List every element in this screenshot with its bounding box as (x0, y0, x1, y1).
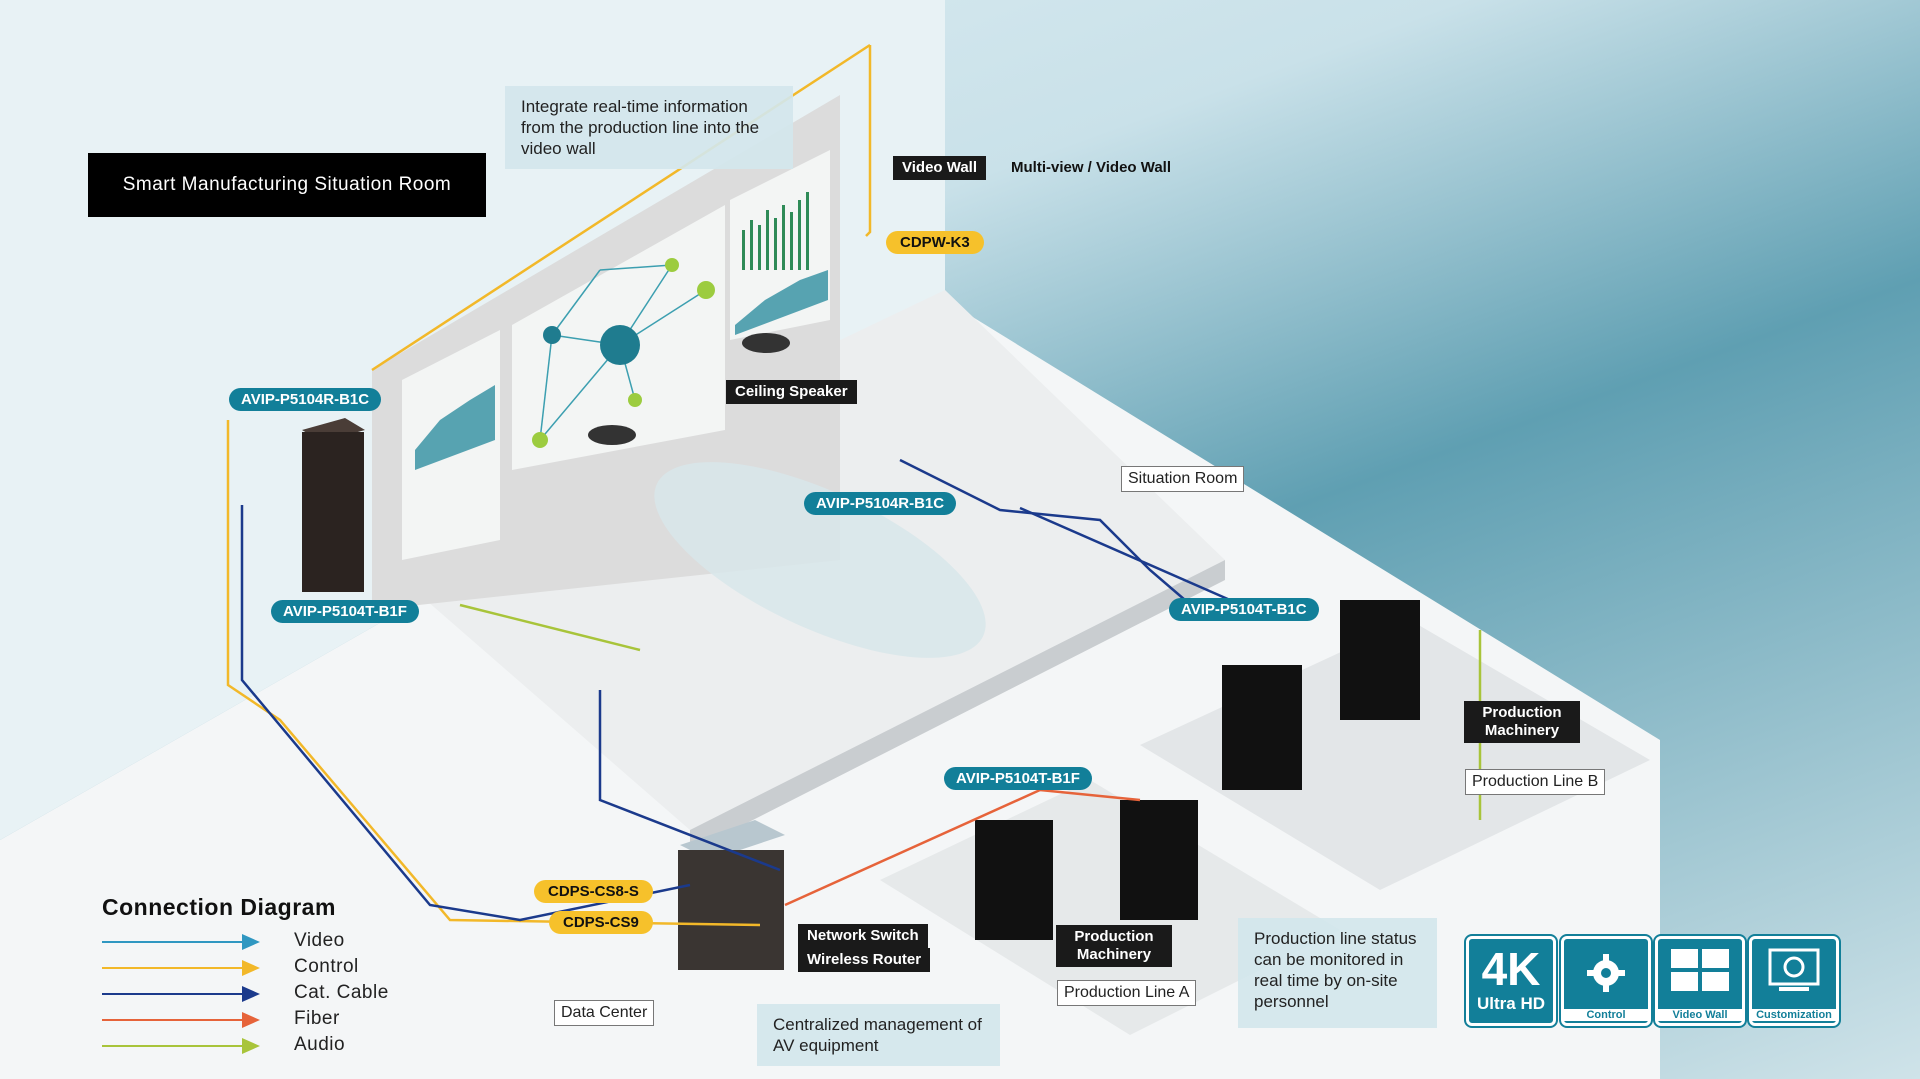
cdps-cs8-tag: CDPS-CS8-S (534, 880, 653, 903)
badge-4k-ultra-hd: 4K Ultra HD (1466, 936, 1556, 1026)
cdpw-k3-tag: CDPW-K3 (886, 231, 984, 254)
production-line-b-label: Production Line B (1465, 769, 1606, 795)
wireless-router-label: Wireless Router (798, 948, 931, 972)
gear-icon (1587, 954, 1625, 992)
machine-b1 (1222, 665, 1302, 790)
production-line-callout: Production line status can be monitored … (1238, 918, 1437, 1028)
data-center-rack (678, 820, 785, 970)
legend-title: Connection Diagram (102, 894, 336, 920)
conference-table (654, 462, 986, 658)
data-center-callout: Centralized management of AV equipment (757, 1004, 1000, 1066)
video-wall-description: Multi-view / Video Wall (1011, 159, 1172, 176)
grid-icon (1671, 949, 1729, 991)
avip-rx-left-tag: AVIP-P5104R-B1C (229, 388, 382, 411)
legend-item-video: Video (102, 930, 402, 954)
production-machinery-b-label: Production Machinery (1464, 701, 1580, 743)
network-switch-label: Network Switch (798, 924, 928, 948)
ceiling-speaker-label: Ceiling Speaker (726, 380, 857, 404)
production-line-a-label: Production Line A (1057, 980, 1197, 1006)
machine-a2 (1120, 800, 1198, 920)
legend-item-fiber: Fiber (102, 1008, 402, 1032)
ceiling-speaker-right (742, 333, 790, 353)
badge-control: Control (1561, 936, 1651, 1026)
page-title: Smart Manufacturing Situation Room (88, 153, 486, 217)
data-center-label: Data Center (554, 1000, 655, 1026)
cdps-cs9-tag: CDPS-CS9 (549, 911, 653, 934)
video-wall-callout: Integrate real-time information from the… (505, 86, 793, 169)
equipment-rack-left (302, 418, 365, 592)
legend-item-control: Control (102, 956, 402, 980)
production-machinery-a-label: Production Machinery (1056, 925, 1172, 967)
badge-video-wall: Video Wall (1655, 936, 1745, 1026)
avip-tx-left-tag: AVIP-P5104T-B1F (271, 600, 419, 623)
settings-screen-icon (1768, 948, 1820, 991)
ceiling-speaker-left (588, 425, 636, 445)
badge-customization: Customization (1749, 936, 1839, 1026)
situation-room-label: Situation Room (1121, 466, 1245, 492)
machine-a1 (975, 820, 1053, 940)
legend-item-audio: Audio (102, 1034, 402, 1058)
avip-tx-line-a-tag: AVIP-P5104T-B1F (944, 767, 1092, 790)
avip-tx-right-tag: AVIP-P5104T-B1C (1169, 598, 1319, 621)
avip-rx-center-tag: AVIP-P5104R-B1C (804, 492, 957, 515)
legend-item-cat-cable: Cat. Cable (102, 982, 402, 1006)
machine-b2 (1340, 600, 1420, 720)
video-wall-tag: Video Wall (893, 156, 987, 180)
bar-chart-graphic (742, 192, 809, 270)
